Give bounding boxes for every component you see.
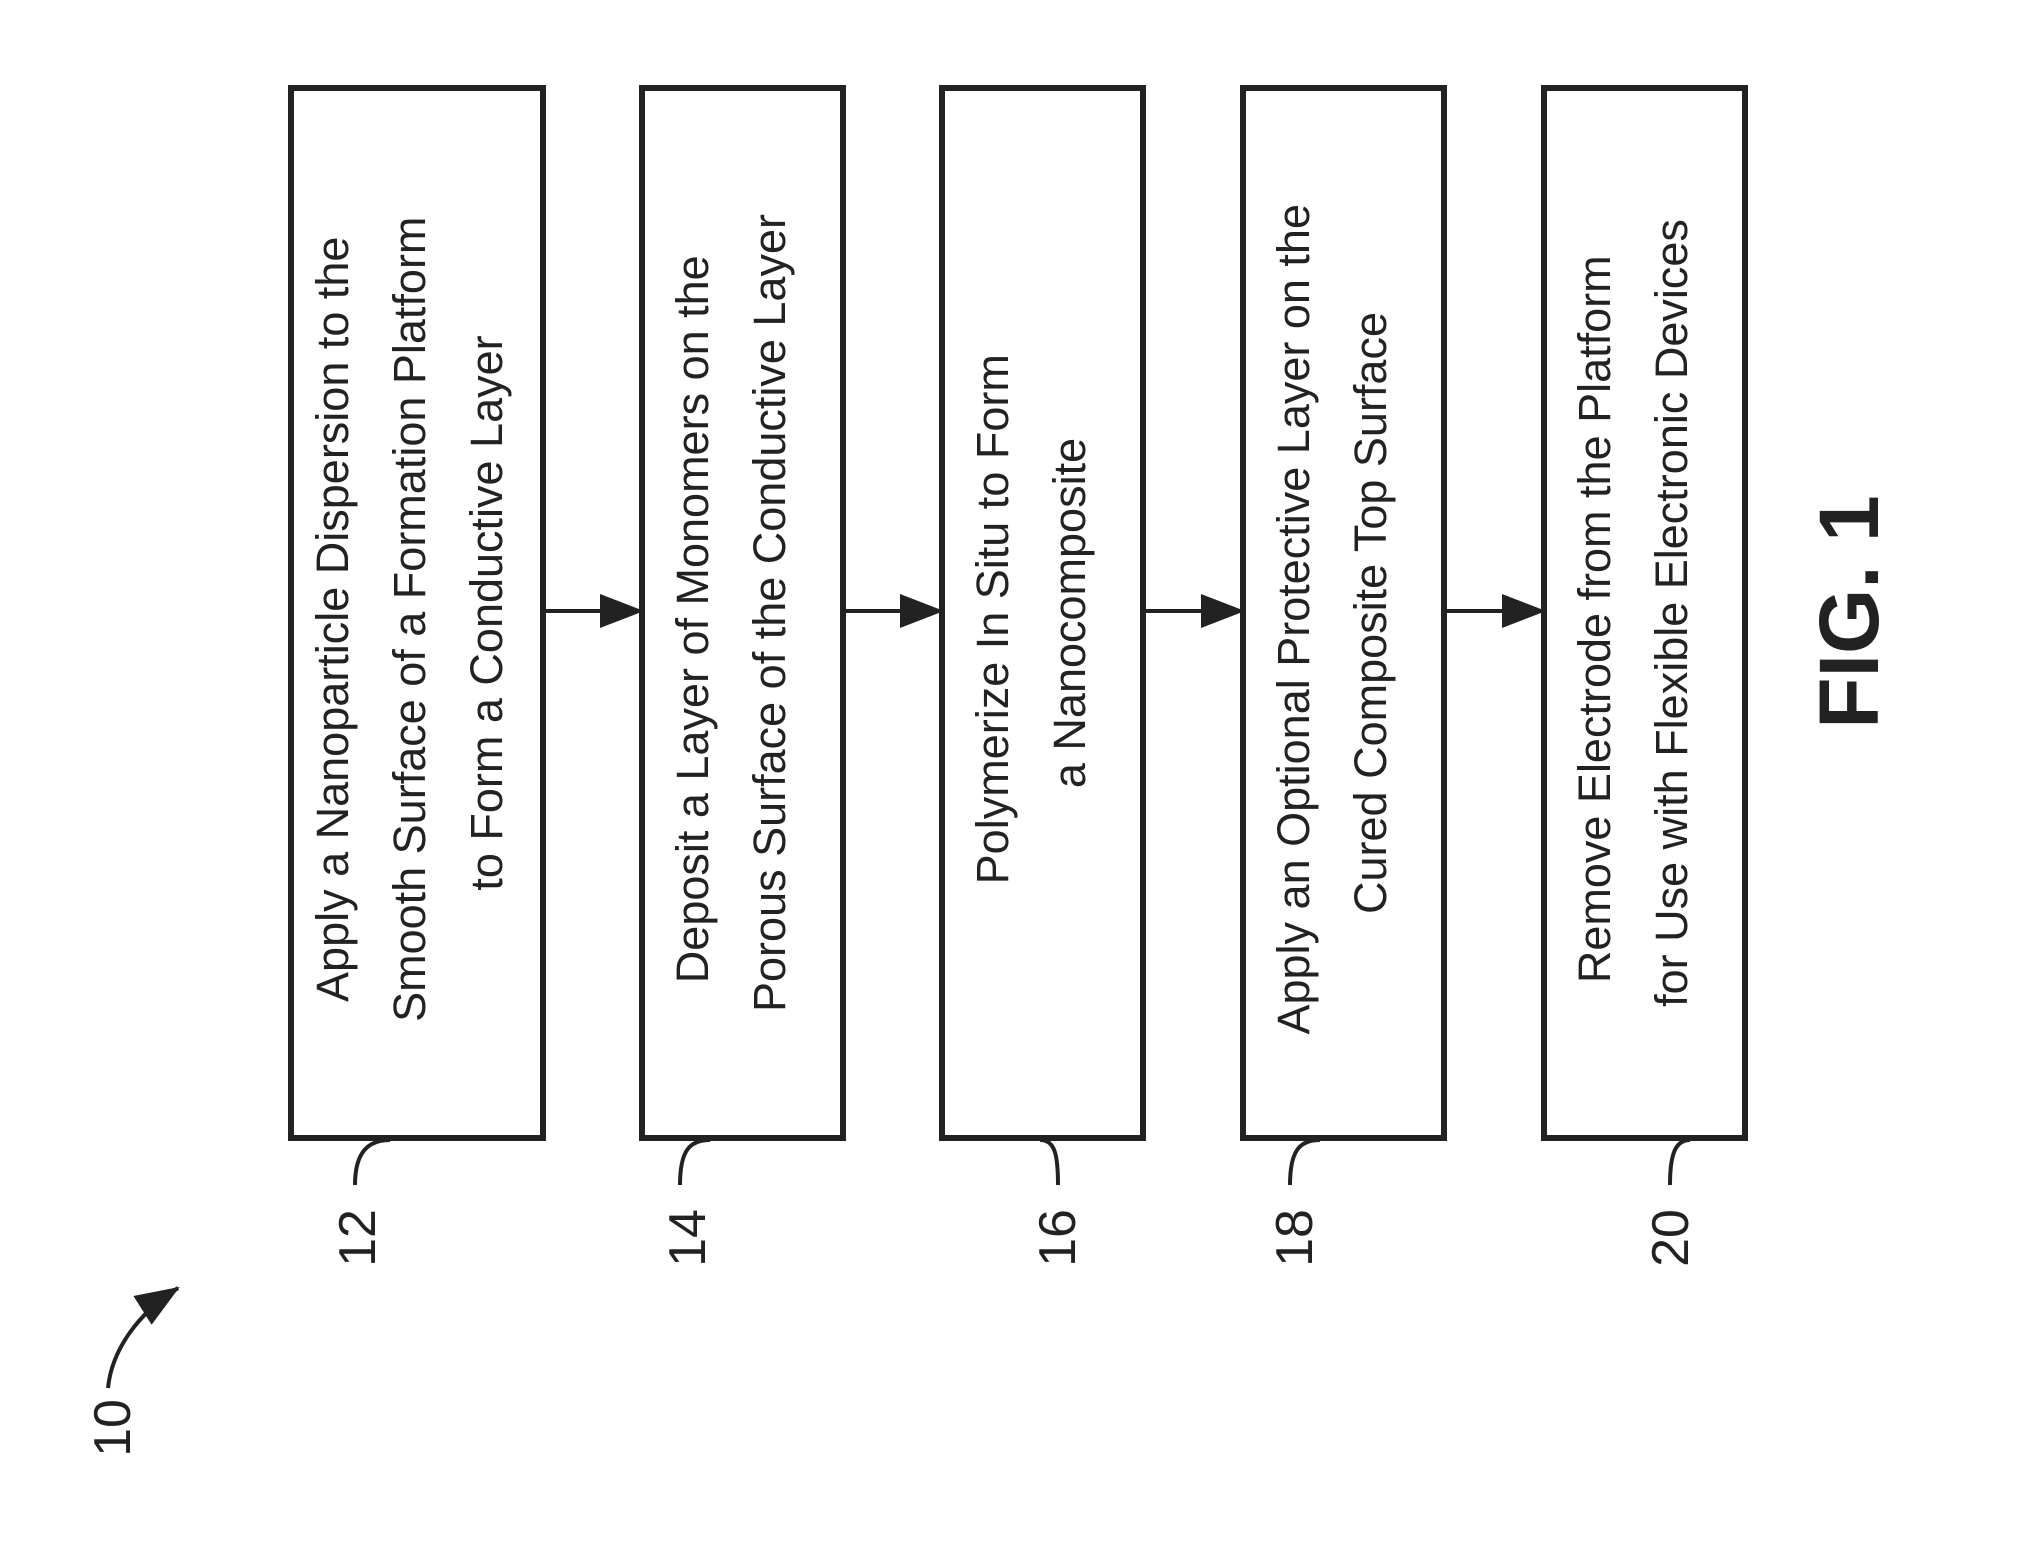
ref-numeral-16: 16 [1029,1209,1087,1267]
ref-numeral-20: 20 [1642,1209,1700,1267]
figure-label: FIG. 1 [1802,495,1896,728]
step-line: to Form a Conductive Layer [461,335,512,890]
step-line: Cured Composite Top Surface [1345,312,1396,914]
leader-line [1040,1140,1058,1185]
ref-numeral-10: 10 [84,1399,142,1457]
ref-numeral-18: 18 [1266,1209,1324,1267]
step-20: Remove Electrode from the Platform for U… [1544,88,1745,1138]
step-line: Deposit a Layer of Monomers on the [667,255,718,983]
step-18: Apply an Optional Protective Layer on th… [1243,88,1444,1138]
ref-numeral-12: 12 [329,1209,387,1267]
step-line: Apply a Nanoparticle Dispersion to the [307,237,358,1002]
step-16: Polymerize In Situ to Form a Nanocomposi… [942,88,1143,1138]
step-line: Polymerize In Situ to Form [967,354,1018,884]
leader-line [1290,1140,1320,1185]
step-line: Remove Electrode from the Platform [1569,255,1620,983]
step-14: Deposit a Layer of Monomers on the Porou… [642,88,843,1138]
step-line: for Use with Flexible Electronic Devices [1646,219,1697,1007]
leader-line [355,1140,390,1185]
step-line: a Nanocomposite [1044,438,1095,788]
step-line: Apply an Optional Protective Layer on th… [1268,204,1319,1035]
reference-arrow [108,1288,178,1388]
step-12: Apply a Nanoparticle Dispersion to the S… [291,88,543,1138]
step-line: Porous Surface of the Conductive Layer [744,214,795,1012]
leader-line [1670,1140,1690,1185]
step-line: Smooth Surface of a Formation Platform [384,217,435,1022]
leader-line [680,1140,710,1185]
ref-numeral-14: 14 [659,1209,717,1267]
